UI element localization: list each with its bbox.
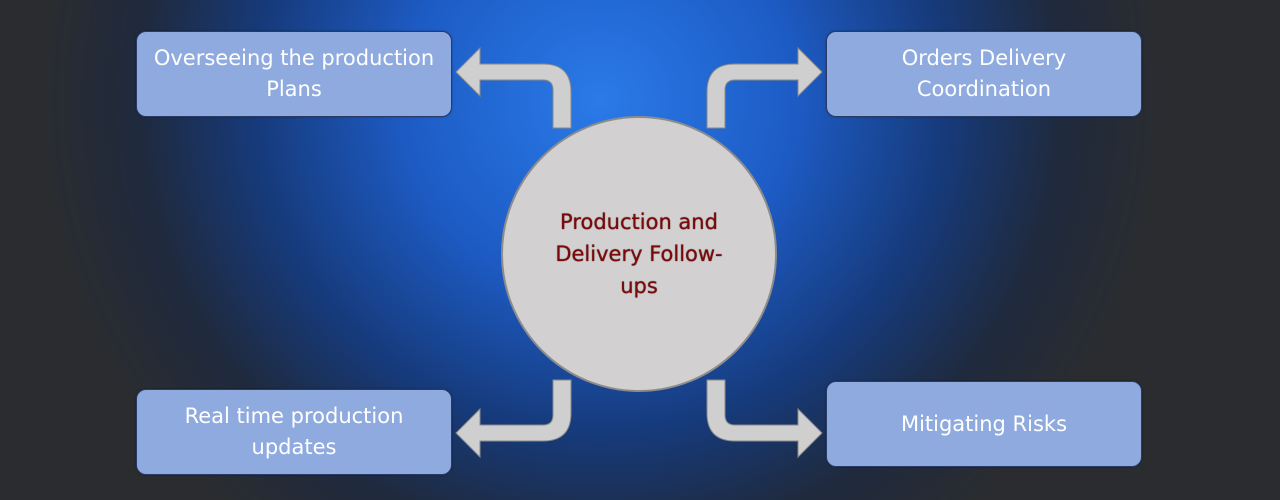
center-circle: Production and Delivery Follow-ups bbox=[501, 116, 777, 392]
node-label: Orders Delivery Coordination bbox=[901, 46, 1067, 101]
center-label: Production and Delivery Follow-ups bbox=[555, 210, 723, 298]
node-mitigating-risks: Mitigating Risks bbox=[826, 381, 1142, 467]
node-label: Mitigating Risks bbox=[900, 411, 1068, 436]
node-orders-delivery-coordination: Orders Delivery Coordination bbox=[826, 31, 1142, 117]
node-label: Overseeing the production Plans bbox=[153, 46, 435, 101]
node-overseeing-production-plans: Overseeing the production Plans bbox=[136, 31, 452, 117]
node-label: Real time production updates bbox=[184, 404, 404, 459]
node-real-time-production-updates: Real time production updates bbox=[136, 389, 452, 475]
